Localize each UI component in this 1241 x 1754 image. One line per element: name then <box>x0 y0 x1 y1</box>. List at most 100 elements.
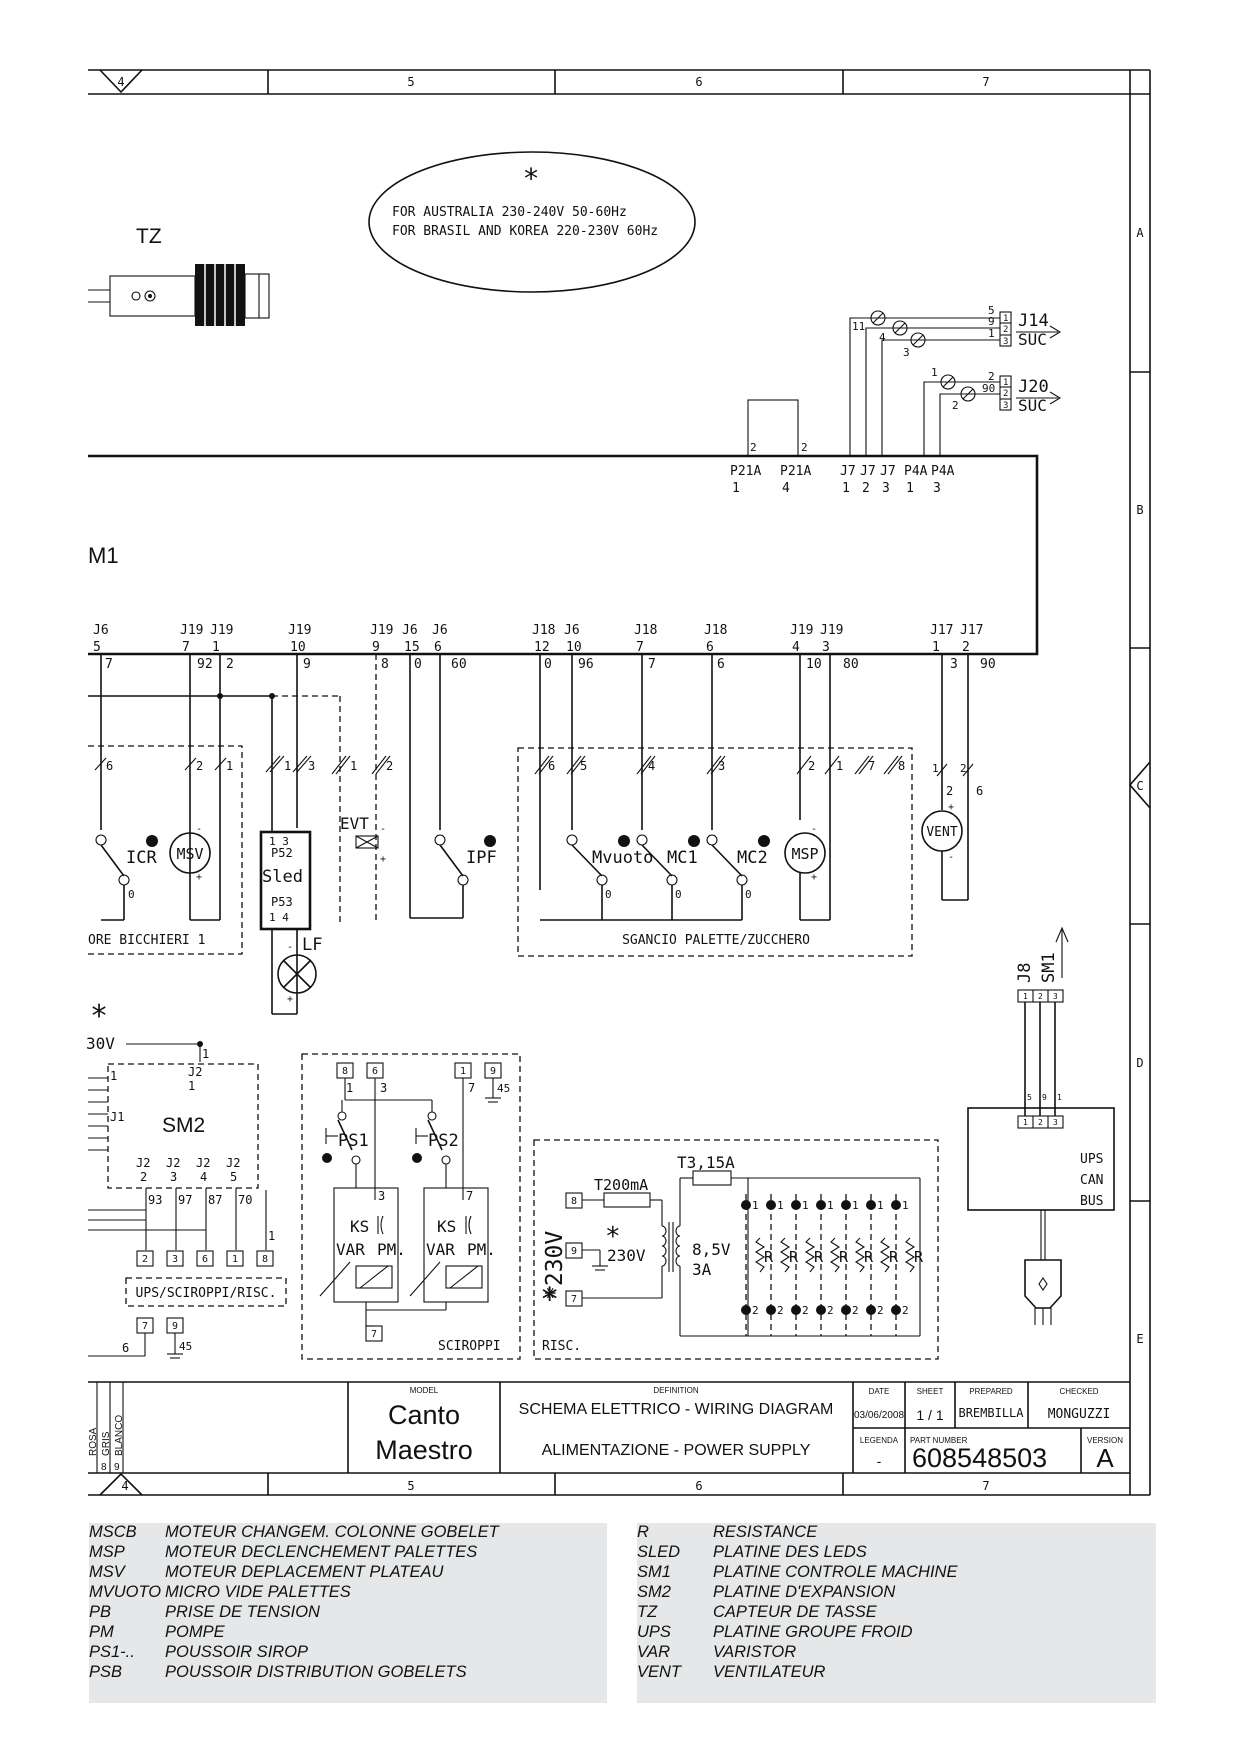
svg-text:0: 0 <box>675 888 682 901</box>
legend-desc: VENTILATEUR <box>713 1663 826 1681</box>
wire-num-11: 10 <box>806 657 822 672</box>
svg-text:5: 5 <box>580 759 587 773</box>
conn-b-3-pin: 10 <box>290 640 306 655</box>
note-asterisk: * <box>523 162 540 195</box>
col-top-7: 7 <box>982 75 989 89</box>
conn-p21a-1-pin: 1 <box>732 481 740 496</box>
resistor-label: R <box>864 1248 874 1266</box>
svg-text:1: 1 <box>827 1199 834 1212</box>
sled-block: 1 3 1 3 P52 Sled P53 1 4 - + LF <box>259 755 322 1015</box>
legend-code: MSV <box>89 1563 125 1581</box>
svg-text:6: 6 <box>122 1341 129 1355</box>
conn-b-1-pin: 7 <box>182 640 190 655</box>
wire-num-2: 2 <box>226 657 234 672</box>
legend-code: MSP <box>89 1543 125 1561</box>
svg-text:6: 6 <box>202 1254 208 1265</box>
conn-b-13-pin: 1 <box>932 640 940 655</box>
board-wires: 7 92 2 9 8 0 60 0 96 7 6 10 80 3 90 <box>88 654 996 924</box>
sheet-label: SHEET <box>917 1387 944 1396</box>
evt-block: 1 2 EVT - + <box>331 755 393 865</box>
svg-text:J2: J2 <box>196 1156 210 1170</box>
legend-code: TZ <box>637 1603 658 1621</box>
mvuoto-label: Mvuoto <box>592 848 653 868</box>
color-num-9: 9 <box>114 1462 120 1473</box>
v30-label: 30V <box>86 1034 115 1053</box>
j14-suc: SUC <box>1018 330 1047 349</box>
color-blanco: BLANCO <box>114 1415 125 1456</box>
svg-text:2: 2 <box>946 784 953 798</box>
title-block: ROSA GRIS BLANCO 8 9 MODEL Canto Maestro… <box>88 1381 1130 1473</box>
svg-text:6: 6 <box>106 759 113 773</box>
svg-text:J2: J2 <box>226 1156 240 1170</box>
wire-num-4: 8 <box>381 657 389 672</box>
svg-text:J2: J2 <box>166 1156 180 1170</box>
row-D: D <box>1136 1056 1143 1070</box>
conn-b-8-name: J6 <box>564 623 580 638</box>
svg-text:8: 8 <box>262 1254 268 1265</box>
svg-text:-: - <box>811 824 817 835</box>
legend-desc: VARISTOR <box>713 1643 797 1661</box>
left-star: * <box>90 999 108 1034</box>
vent-label: VENT <box>926 825 957 840</box>
legend-desc: POMPE <box>165 1623 225 1641</box>
sgancio-group: 6 5 4 3 2 1 7 8 0 Mvuoto 0 MC1 <box>517 747 913 957</box>
svg-text:1: 1 <box>188 1079 195 1093</box>
legend-desc: PLATINE DES LEDS <box>713 1543 867 1561</box>
sled-p52: P52 <box>271 846 293 860</box>
svg-text:3: 3 <box>1053 992 1058 1001</box>
svg-text:1: 1 <box>852 1199 859 1212</box>
sciroppi-group: 8 6 1 9 1 3 7 45 PS1 PS2 3 7 <box>301 1053 521 1360</box>
ps1-label: PS1 <box>338 1131 369 1151</box>
ups-sciroppi-label: UPS/SCIROPPI/RISC. <box>136 1286 277 1301</box>
sm1-label: SM1 <box>1039 952 1059 983</box>
board-bottom-connectors: J6 5 J19 7 J19 1 J19 10 J19 9 J6 15 J6 6… <box>93 623 983 655</box>
resistor-dot <box>791 1305 801 1315</box>
svg-text:4: 4 <box>648 759 655 773</box>
svg-text:3: 3 <box>718 759 725 773</box>
conn-b-6-name: J6 <box>432 623 448 638</box>
col-top-4: 4 <box>117 75 124 89</box>
svg-text:2: 2 <box>140 1170 147 1184</box>
msv-label: MSV <box>176 845 203 863</box>
legend-desc: MOTEUR DECLENCHEMENT PALETTES <box>165 1543 478 1561</box>
mc1-label: MC1 <box>667 848 698 868</box>
svg-text:1: 1 <box>350 759 357 773</box>
svg-text:3: 3 <box>170 1170 177 1184</box>
legend-code: VENT <box>637 1663 682 1681</box>
conn-b-3-name: J19 <box>288 623 311 638</box>
svg-text:3: 3 <box>308 759 315 773</box>
svg-text:J2: J2 <box>188 1065 202 1079</box>
legend-desc: PRISE DE TENSION <box>165 1603 320 1621</box>
svg-text:11: 11 <box>852 320 865 333</box>
resistor-symbol <box>779 1237 791 1273</box>
bicchieri-label: ORE BICCHIERI 1 <box>88 933 205 948</box>
legend-code: SM2 <box>637 1583 671 1601</box>
svg-text:7: 7 <box>868 759 875 773</box>
svg-text:6: 6 <box>548 759 555 773</box>
conn-b-4-name: J19 <box>370 623 393 638</box>
checked-value: MONGUZZI <box>1048 1407 1111 1422</box>
wire-num-6: 60 <box>451 657 467 672</box>
svg-text:-: - <box>380 824 386 835</box>
row-A: A <box>1136 226 1144 240</box>
var-1-label: VAR <box>336 1240 365 1259</box>
svg-text:0: 0 <box>605 888 612 901</box>
svg-text:0: 0 <box>745 888 752 901</box>
conn-b-9-name: J18 <box>634 623 657 638</box>
t315-label: T3,15A <box>677 1153 735 1172</box>
svg-text:3: 3 <box>172 1254 178 1265</box>
resistor-symbol <box>854 1237 866 1273</box>
legend-desc: PLATINE CONTROLE MACHINE <box>713 1563 958 1581</box>
svg-text:2: 2 <box>802 1304 809 1317</box>
wire-num-12: 80 <box>843 657 859 672</box>
conn-b-7-name: J18 <box>532 623 555 638</box>
svg-text:2: 2 <box>750 441 757 454</box>
conn-b-2-pin: 1 <box>212 640 220 655</box>
resistor-symbol <box>754 1237 766 1273</box>
conn-p4a-1-name: P4A <box>904 464 928 479</box>
ps2-label: PS2 <box>428 1131 459 1151</box>
legend-code: SM1 <box>637 1563 671 1581</box>
j14-label: J14 <box>1018 311 1049 331</box>
svg-text:9: 9 <box>988 315 995 328</box>
legend-desc: MOTEUR DEPLACEMENT PLATEAU <box>165 1563 444 1581</box>
